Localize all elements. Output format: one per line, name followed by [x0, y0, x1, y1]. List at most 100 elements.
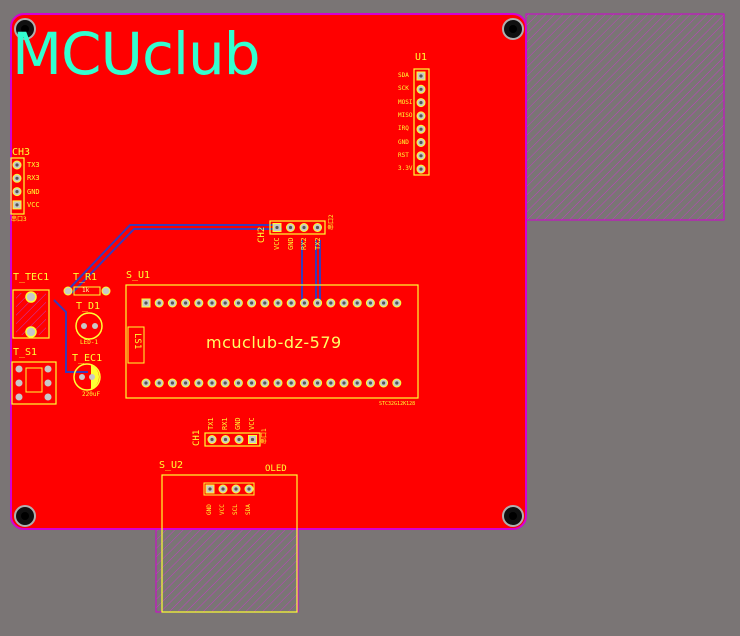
su1-bottom-pin-9-hole	[250, 381, 254, 385]
su1-bottom-pin-6-hole	[210, 381, 214, 385]
su1-top-pin-14-hole	[316, 301, 320, 305]
u1-pin-2-hole	[419, 87, 423, 91]
su2-pin-1-hole	[208, 487, 212, 491]
ch3-pin-label: GND	[27, 187, 40, 196]
keepout-area-right	[525, 13, 725, 221]
u1-header[interactable]	[413, 68, 430, 176]
ch2-pin-label: GND	[286, 237, 295, 250]
su1-designator: S_U1	[126, 270, 151, 281]
su1-bottom-pin-16-hole	[342, 381, 346, 385]
tec1-connector[interactable]	[12, 289, 50, 339]
su2-pin-2-hole	[221, 487, 225, 491]
ec1-value: 220uF	[82, 391, 101, 398]
su1-top-pin-9-hole	[250, 301, 254, 305]
u1-pin-5-hole	[419, 127, 423, 131]
su2-oled[interactable]	[161, 474, 298, 613]
ch2-pin-1-hole	[275, 225, 279, 230]
ch2-pin-label: VCC	[273, 237, 281, 250]
s1-switch[interactable]	[11, 361, 57, 405]
u1-pin-label: SDA	[398, 72, 409, 79]
su1-bottom-pin-7-hole	[223, 381, 227, 385]
su1-bottom-pin-17-hole	[355, 381, 359, 385]
u1-pin-label: SCK	[398, 85, 409, 93]
u1-pin-label: MOSI	[398, 98, 413, 106]
su2-pin-label: SCL	[232, 504, 239, 515]
r1-value: 1k	[82, 287, 90, 294]
ch3-header[interactable]	[10, 157, 25, 215]
ch2-pin-label: RX2	[300, 237, 308, 250]
d1-designator: T_D1	[76, 301, 101, 312]
ch1-pin-3-hole	[237, 437, 241, 442]
su1-bottom-pin-11-hole	[276, 381, 280, 385]
ch3-pin-1-hole	[15, 163, 19, 167]
ch2-pin-2-hole	[288, 225, 293, 230]
ch1-pin-label: RX1	[220, 417, 229, 430]
su1-bottom-pin-15-hole	[329, 381, 333, 385]
ch1-pin-2-hole	[223, 437, 228, 442]
su1-bottom-pin-2-hole	[157, 381, 161, 385]
ch2-footer: 串口2	[328, 214, 335, 230]
su1-top-pin-11-hole	[276, 301, 280, 305]
ch3-pin-label: VCC	[27, 200, 40, 209]
su1-top-pin-16-hole	[342, 301, 346, 305]
su2-pin-label: SDA	[245, 504, 252, 515]
ec1-capacitor[interactable]	[73, 363, 101, 391]
mounting-holes	[14, 18, 524, 527]
su1-top-pin-15-hole	[329, 301, 333, 305]
ch2-pin-3-hole	[302, 225, 306, 230]
u1-designator: U1	[415, 52, 428, 63]
su1-bottom-pin-12-hole	[289, 381, 293, 385]
su1-top-pin-20-hole	[395, 301, 399, 305]
su1-bottom-pin-5-hole	[197, 381, 201, 385]
su2-module-name: OLED	[265, 464, 287, 474]
su1-top-pin-1-hole	[144, 301, 148, 305]
su1-top-pin-3-hole	[170, 301, 174, 305]
su1-top-pin-4-hole	[184, 301, 188, 305]
su1-top-pin-13-hole	[302, 301, 306, 305]
ch2-header[interactable]	[269, 220, 326, 235]
su1-top-pin-8-hole	[236, 301, 240, 305]
su1-module[interactable]	[125, 284, 419, 399]
u1-pin-1-hole	[419, 74, 423, 78]
su1-top-pin-19-hole	[382, 301, 386, 305]
u1-pin-label: MISO	[398, 111, 413, 119]
su1-bottom-pin-18-hole	[368, 381, 372, 385]
su1-bottom-pin-14-hole	[316, 381, 320, 385]
su1-top-pin-5-hole	[197, 301, 201, 305]
u1-pin-label: IRQ	[398, 125, 409, 133]
keepout-area-bottom	[155, 519, 299, 613]
su1-top-pin-2-hole	[157, 301, 161, 305]
r1-resistor[interactable]	[63, 286, 111, 296]
u1-pin-label: GND	[398, 138, 409, 146]
ch3-pin-3-hole	[15, 190, 19, 194]
module-title: mcuclub-dz-579	[206, 333, 342, 352]
ch3-footer: 串口3	[11, 216, 27, 223]
ch3-designator: CH3	[12, 147, 31, 158]
ch1-header[interactable]	[204, 432, 261, 447]
su1-top-pin-18-hole	[368, 301, 372, 305]
ch1-footer: 串口1	[261, 428, 268, 444]
ch1-pin-1-hole	[210, 437, 214, 442]
u1-pin-8-hole	[419, 167, 423, 171]
r1-designator: T_R1	[73, 272, 98, 283]
d1-led[interactable]	[75, 312, 103, 340]
ch1-pin-label: VCC	[247, 417, 256, 430]
su2-designator: S_U2	[159, 460, 184, 471]
su2-pin-label: GND	[206, 504, 213, 515]
su1-bottom-pin-19-hole	[382, 381, 386, 385]
ch3-pin-label: TX3	[27, 161, 40, 169]
su1-side-label: LS1	[132, 333, 142, 350]
su2-pin-4-hole	[247, 487, 251, 491]
pcb-board[interactable]	[10, 13, 527, 530]
su1-top-pin-12-hole	[289, 301, 293, 305]
su1-bottom-pin-10-hole	[263, 381, 267, 385]
ch2-designator: CH2	[257, 226, 267, 243]
u1-pin-label: 3.3V	[398, 165, 413, 173]
ch3-pin-4-hole	[15, 203, 19, 207]
su2-pin-3-hole	[234, 487, 238, 491]
su1-bottom-pin-1-hole	[144, 381, 148, 385]
ch3-pin-2-hole	[15, 176, 19, 180]
su1-bottom-pin-20-hole	[395, 381, 399, 385]
